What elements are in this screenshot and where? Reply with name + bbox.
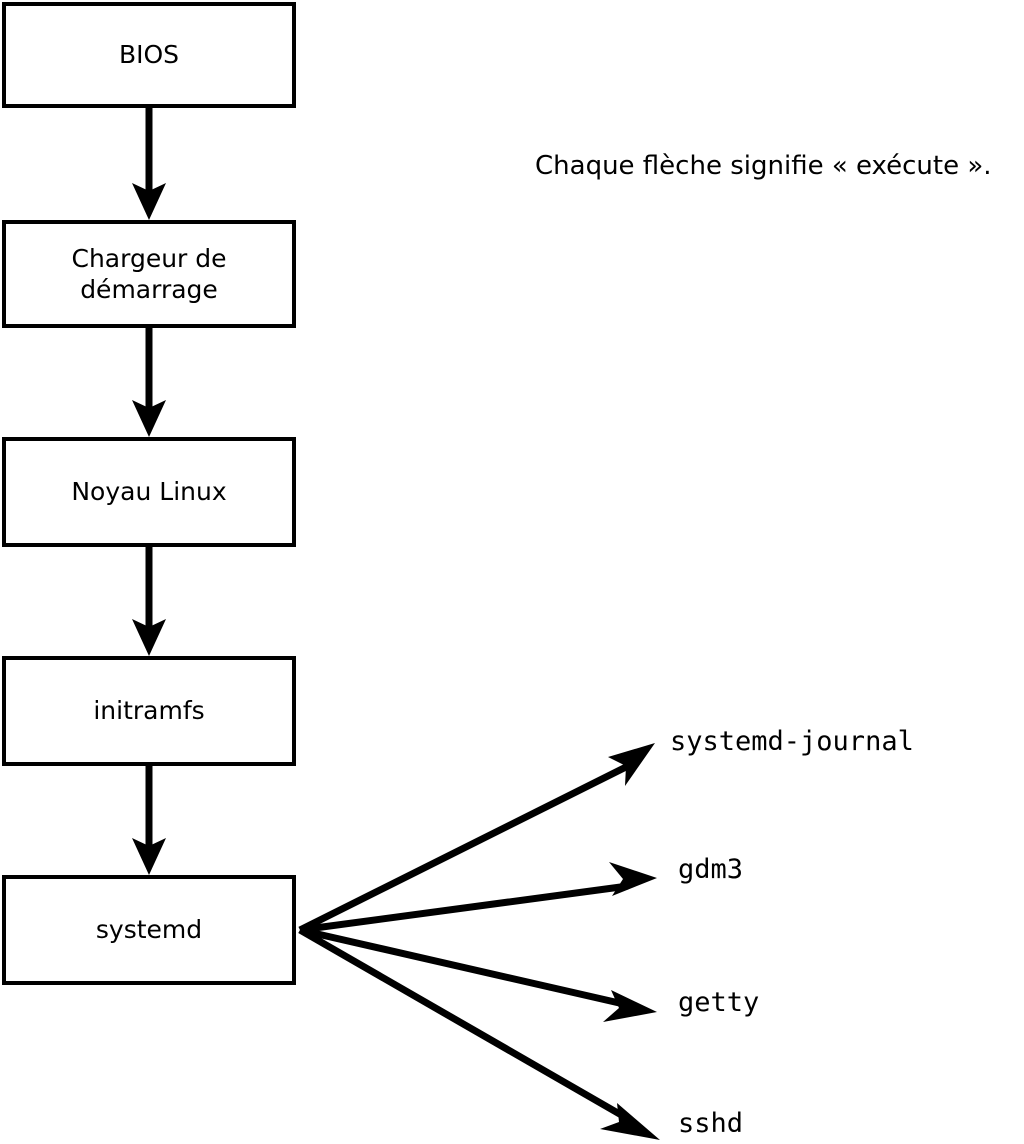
arrow-systemd-to-getty xyxy=(299,926,657,1022)
arrow-initramfs-to-systemd xyxy=(132,766,166,875)
service-label-gdm3: gdm3 xyxy=(678,854,744,885)
node-bootloader-label: Chargeur de démarrage xyxy=(71,243,227,304)
service-label-getty: getty xyxy=(678,987,760,1018)
node-bios-label: BIOS xyxy=(118,40,180,70)
node-kernel[interactable]: Noyau Linux xyxy=(2,437,296,547)
arrow-systemd-to-sshd xyxy=(298,926,660,1140)
arrow-kernel-to-initramfs xyxy=(132,547,166,656)
node-initramfs[interactable]: initramfs xyxy=(2,656,296,766)
arrow-bootloader-to-kernel xyxy=(132,328,166,437)
arrow-bios-to-bootloader xyxy=(132,108,166,220)
service-label-sshd: sshd xyxy=(678,1108,744,1139)
node-initramfs-label: initramfs xyxy=(93,696,205,726)
legend-caption: Chaque flèche signifie « exécute ». xyxy=(535,151,992,181)
node-bios[interactable]: BIOS xyxy=(2,2,296,108)
node-bootloader[interactable]: Chargeur de démarrage xyxy=(2,220,296,328)
node-kernel-label: Noyau Linux xyxy=(71,477,227,507)
node-systemd[interactable]: systemd xyxy=(2,875,296,985)
arrow-systemd-to-gdm3 xyxy=(299,862,657,934)
service-label-systemd-journal: systemd-journal xyxy=(670,726,914,757)
arrow-systemd-to-systemd-journal xyxy=(298,743,655,934)
node-systemd-label: systemd xyxy=(95,915,203,945)
